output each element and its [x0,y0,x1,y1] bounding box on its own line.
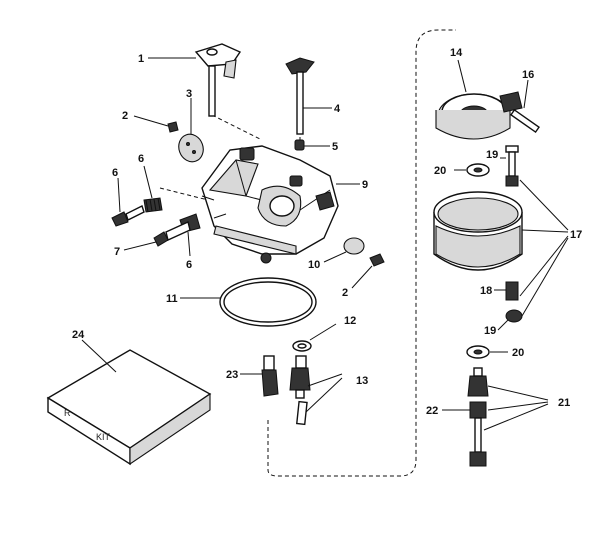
dashed-boundary [267,29,456,477]
callout-5: 5 [332,141,338,153]
callout-17: 17 [570,229,582,241]
main-jet-part [240,355,279,397]
callout-23: 23 [226,369,238,381]
throttle-shaft-part [285,57,332,135]
callout-2-upper: 2 [122,110,128,122]
float-pin-part [510,79,540,134]
dashed-guide-2 [159,187,209,201]
filter-mark-right: KIT [96,432,111,442]
washer-part-20-lower [466,345,508,359]
choke-plate-part [178,98,204,163]
bowl-nut-lower [497,309,523,331]
air-filter-part: R KIT [46,339,212,466]
callout-20-lower: 20 [512,347,524,359]
callout-21: 21 [558,397,570,409]
float-bowl-part [433,179,569,317]
callout-24: 24 [72,329,85,341]
carburetor-body [201,145,360,264]
bowl-gasket-part [180,277,317,327]
callout-6-low: 6 [186,259,192,271]
callout-2-lower: 2 [342,287,348,299]
callout-6-left: 6 [112,167,118,179]
callout-10: 10 [308,259,320,271]
washer-part-20-upper [454,163,490,177]
callout-19-upper: 19 [486,149,498,161]
callout-14: 14 [450,47,463,59]
callout-3: 3 [186,88,192,100]
callout-4: 4 [334,103,341,115]
filter-mark-left: R [64,408,71,418]
callout-9: 9 [362,179,368,191]
callout-19-lower: 19 [484,325,496,337]
spring-part-a [143,165,163,213]
callout-13: 13 [356,375,368,387]
callout-16: 16 [522,69,534,81]
bowl-bolt-lower [494,281,519,301]
spring-part-b [179,213,201,257]
seal-part [294,139,330,151]
callout-18: 18 [480,285,492,297]
callout-1: 1 [138,53,144,65]
nozzle-part-13 [289,355,343,426]
float-part [435,59,523,140]
screw-part-lower [351,253,385,289]
screw-part-upper [133,115,179,133]
callout-6-mid: 6 [138,153,144,165]
callout-12: 12 [344,315,356,327]
mixture-screw-part [123,221,191,251]
needle-valve-assembly [442,367,549,467]
dashed-guide-1 [211,114,263,141]
callout-20-upper: 20 [434,165,446,177]
callout-7: 7 [114,246,120,258]
idle-screw-part [111,177,145,227]
callout-11: 11 [166,293,178,305]
bowl-bolt-upper [500,145,519,187]
welch-plug-part [323,237,365,263]
callout-22: 22 [426,405,438,417]
washer-part-12 [292,323,337,352]
choke-shaft-part [148,43,242,117]
